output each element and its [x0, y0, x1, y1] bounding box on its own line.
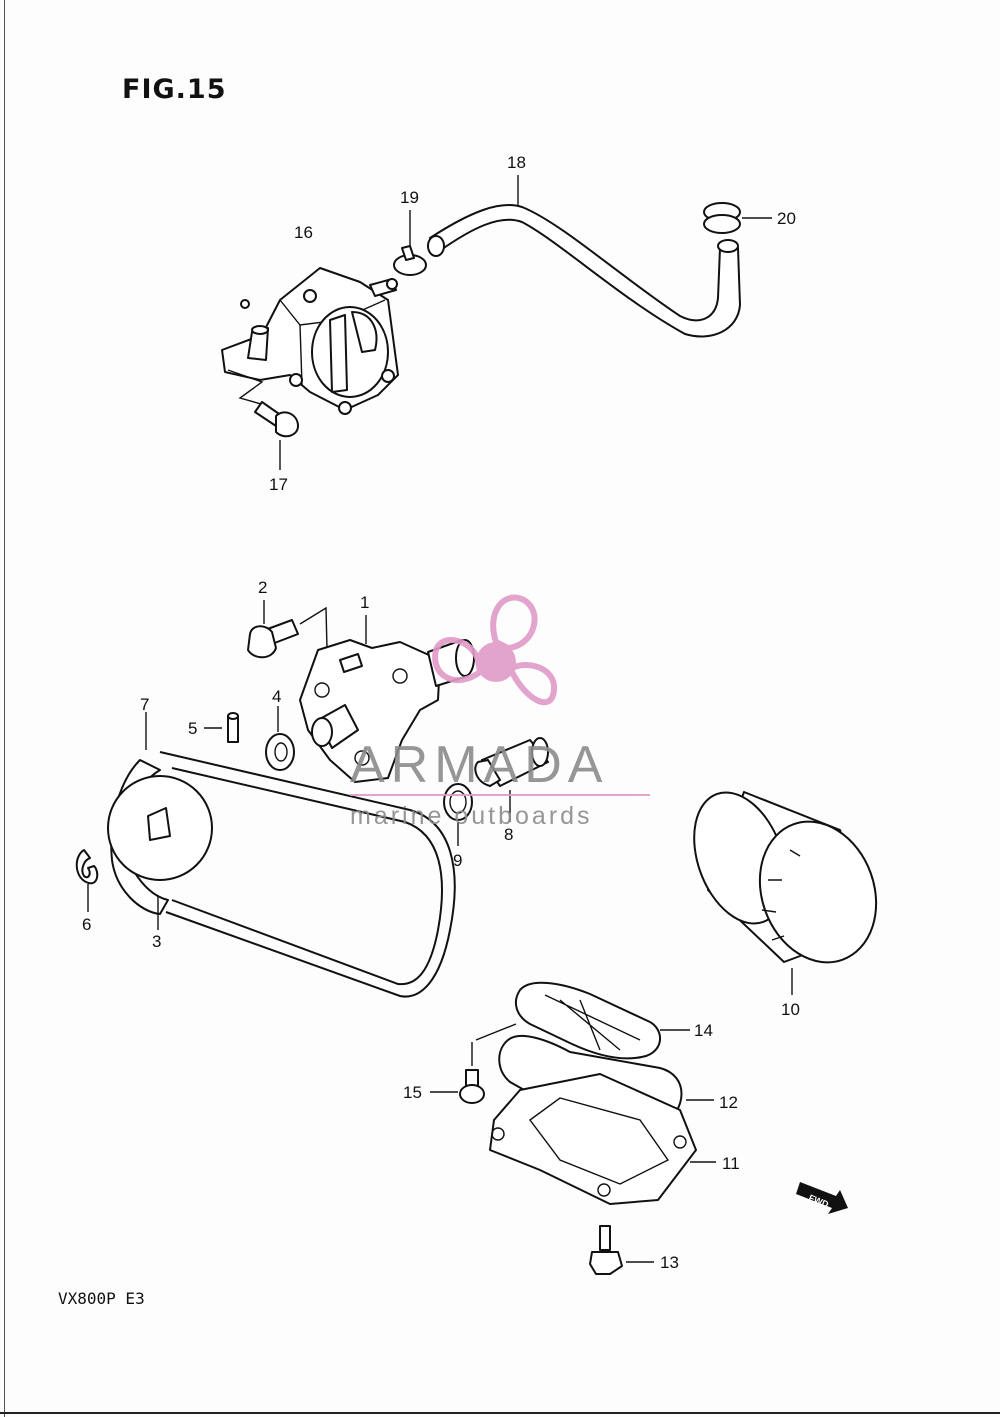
callout-20: 20: [777, 209, 796, 228]
callout-3: 3: [152, 932, 161, 951]
callout-6: 6: [82, 915, 91, 934]
callout-9: 9: [453, 851, 462, 870]
callout-7: 7: [140, 695, 149, 714]
callout-1: 1: [360, 593, 369, 612]
callout-10: 10: [781, 1000, 800, 1019]
callout-19: 19: [400, 188, 419, 207]
oil-filter-10: [693, 791, 878, 995]
bolt-17: [254, 401, 299, 470]
o-ring-9: [443, 783, 473, 846]
callout-4: 4: [272, 687, 281, 706]
bolt-2: [247, 600, 329, 691]
oil-pump: [299, 615, 475, 783]
callout-8: 8: [504, 825, 513, 844]
strainer-gasket-14: [475, 981, 690, 1060]
clamp-20: [703, 202, 772, 234]
callout-17: 17: [269, 475, 288, 494]
chain-and-sprocket: [107, 712, 456, 998]
bolt-13: [589, 1225, 654, 1275]
clamp-19: [393, 210, 427, 276]
bolt-15: [430, 1042, 485, 1104]
figure-title: FIG.15: [122, 74, 227, 105]
callout-5: 5: [188, 719, 197, 738]
callout-14: 14: [694, 1021, 713, 1040]
washer-4: [265, 706, 295, 771]
watermark-tagline: marine outboards: [350, 802, 593, 830]
callout-16: 16: [294, 223, 313, 242]
callout-15: 15: [403, 1083, 422, 1102]
watermark-brand: ARMADA: [350, 736, 608, 794]
callout-18: 18: [507, 153, 526, 172]
callout-13: 13: [660, 1253, 679, 1272]
callout-11: 11: [722, 1154, 740, 1173]
callout-12: 12: [719, 1093, 738, 1112]
fwd-arrow-icon: FWD: [796, 1182, 848, 1214]
model-code: VX800P E3: [58, 1289, 145, 1308]
circlip-6: [75, 849, 99, 912]
callout-2: 2: [258, 578, 267, 597]
fuel-pump: [221, 267, 399, 415]
armada-watermark: ARMADA marine outboards: [350, 594, 650, 830]
oil-pan-11: [489, 1073, 716, 1205]
pin-5: [204, 712, 239, 743]
relief-valve-8: [474, 737, 549, 822]
fuel-hose-18: [427, 175, 741, 338]
propeller-logo-icon: [476, 642, 516, 682]
